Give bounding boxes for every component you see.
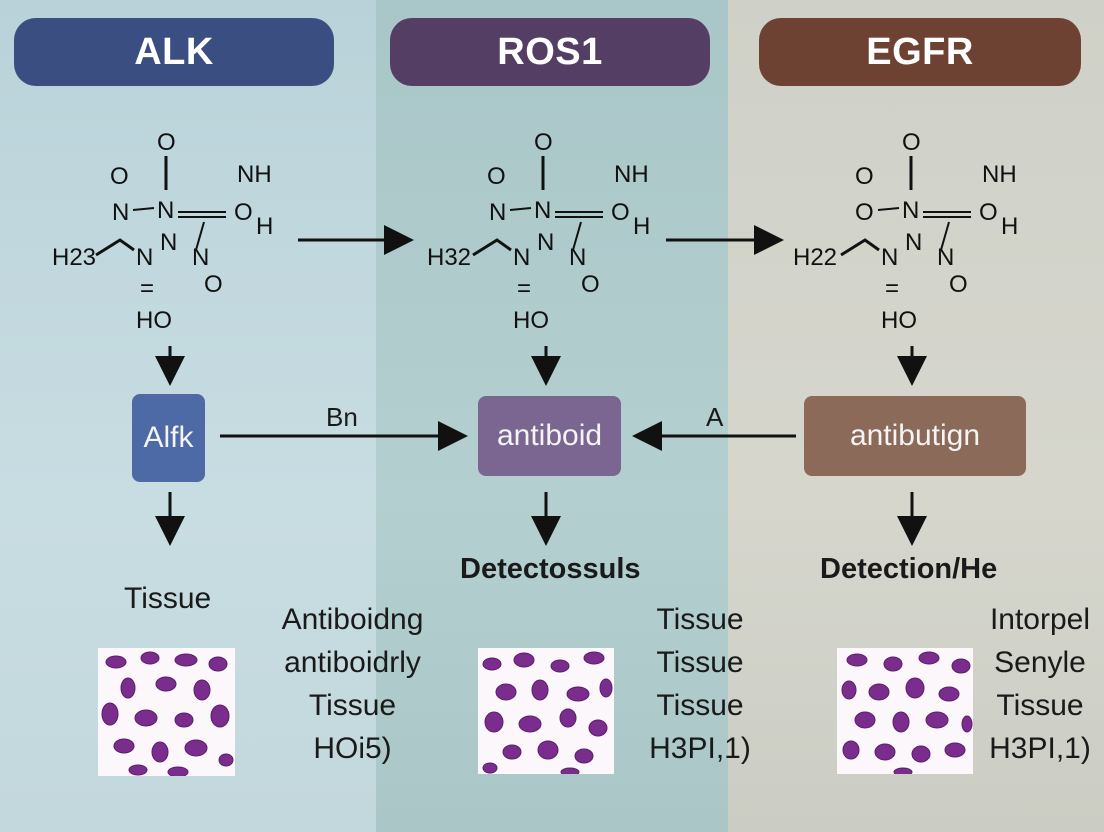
svg-text:O: O <box>902 129 921 156</box>
svg-text:N: N <box>157 197 174 224</box>
svg-text:O: O <box>611 199 630 226</box>
svg-text:O: O <box>534 129 553 156</box>
egfr-tissue-image <box>837 648 973 774</box>
egfr-detection-label: Detection/He <box>820 553 998 585</box>
alk-molecule: O O N N NH O H H23 N N N O = HO <box>52 129 273 334</box>
atom-top-o: O <box>157 129 176 156</box>
egfr-line-2: Senyle <box>994 646 1086 679</box>
svg-text:O: O <box>855 199 874 226</box>
svg-text:O: O <box>949 271 968 298</box>
egfr-header: EGFR <box>759 18 1081 86</box>
egfr-line-3: Tissue <box>996 689 1084 722</box>
egfr-text-column: Intorpel Senyle Tissue H3PI,1) <box>980 598 1100 770</box>
svg-text:N: N <box>905 229 922 256</box>
svg-text:=: = <box>140 275 154 302</box>
svg-text:O: O <box>855 163 874 190</box>
ros1-box: antiboid <box>478 396 621 476</box>
svg-text:N: N <box>881 244 898 271</box>
arrow-label-a: A <box>706 402 724 432</box>
svg-text:H32: H32 <box>427 244 471 271</box>
alk-line-4: HOi5) <box>313 732 392 765</box>
svg-text:NH: NH <box>982 161 1017 188</box>
svg-text:N: N <box>569 244 586 271</box>
ros1-molecule: O O N N NH O H H32 N N N O = HO <box>427 129 650 334</box>
alk-tissue-image <box>98 648 235 776</box>
egfr-molecule: O O O N NH O H H22 N N N O = HO <box>793 129 1018 334</box>
svg-text:N: N <box>112 199 129 226</box>
svg-text:=: = <box>517 275 531 302</box>
svg-text:O: O <box>110 163 129 190</box>
alk-box: Alfk <box>132 394 205 482</box>
svg-text:H: H <box>1001 213 1018 240</box>
svg-text:O: O <box>487 163 506 190</box>
ros1-line-2: Tissue <box>656 646 744 679</box>
svg-text:N: N <box>136 244 153 271</box>
ros1-detection-label: Detectossuls <box>460 553 641 585</box>
ros1-text-column: Tissue Tissue Tissue H3PI,1) <box>648 598 752 770</box>
ros1-line-3: Tissue <box>656 689 744 722</box>
svg-text:HO: HO <box>136 307 172 334</box>
svg-text:NH: NH <box>237 161 272 188</box>
svg-text:N: N <box>160 229 177 256</box>
alk-line-3: Tissue <box>308 689 397 722</box>
svg-text:O: O <box>979 199 998 226</box>
svg-text:N: N <box>937 244 954 271</box>
alk-line-1: Antiboidng <box>281 603 424 636</box>
svg-text:N: N <box>192 244 209 271</box>
arrow-label-bn: Bn <box>326 402 358 432</box>
svg-text:N: N <box>902 197 919 224</box>
svg-text:H: H <box>256 213 273 240</box>
svg-text:N: N <box>513 244 530 271</box>
svg-text:O: O <box>581 271 600 298</box>
alk-header: ALK <box>14 18 334 86</box>
svg-text:H23: H23 <box>52 244 96 271</box>
ros1-line-1: Tissue <box>656 603 744 636</box>
svg-text:O: O <box>204 271 223 298</box>
egfr-line-1: Intorpel <box>989 603 1091 636</box>
svg-text:N: N <box>534 197 551 224</box>
svg-text:H: H <box>633 213 650 240</box>
svg-text:N: N <box>537 229 554 256</box>
svg-text:NH: NH <box>614 161 649 188</box>
svg-text:O: O <box>234 199 253 226</box>
alk-line-2: antiboidrly <box>284 646 421 679</box>
alk-detection-label: Tissue <box>124 582 212 615</box>
egfr-box: antibutign <box>804 396 1026 476</box>
svg-text:HO: HO <box>513 307 549 334</box>
ros1-line-4: H3PI,1) <box>649 732 751 765</box>
egfr-line-4: H3PI,1) <box>989 732 1091 765</box>
alk-text-column: Antiboidng antiboidrly Tissue HOi5) <box>270 598 435 770</box>
svg-text:N: N <box>489 199 506 226</box>
svg-text:HO: HO <box>881 307 917 334</box>
svg-text:=: = <box>885 275 899 302</box>
ros1-tissue-image <box>478 648 614 774</box>
svg-text:H22: H22 <box>793 244 837 271</box>
ros1-header: ROS1 <box>390 18 710 86</box>
